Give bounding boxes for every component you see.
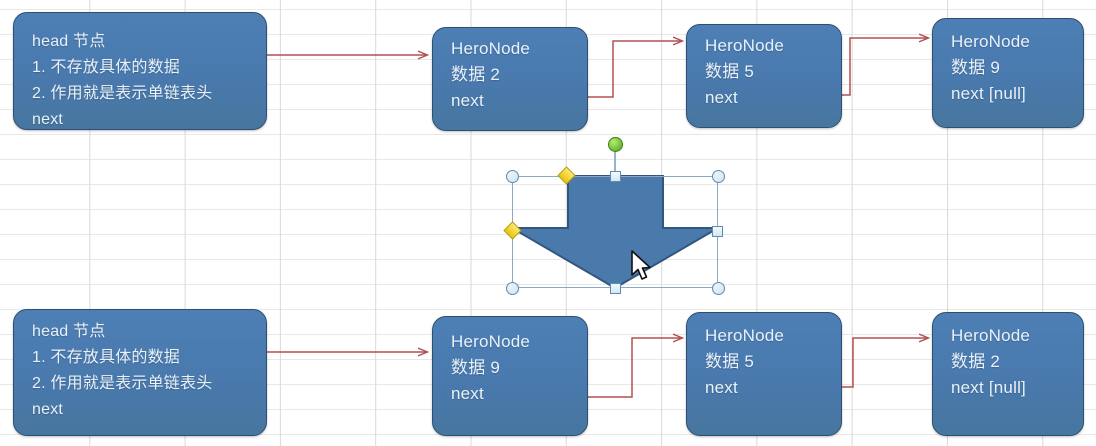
selection-bounding-box [512,176,718,288]
hero-node-bottom-3-data: 数据 2 [951,352,1000,371]
head-node-top-line3: 2. 作用就是表示单链表头 [32,85,213,102]
head-node-bottom-line4: next [32,401,64,418]
resize-handle-middle-right[interactable] [712,226,723,237]
head-node-top[interactable]: head 节点 1. 不存放具体的数据 2. 作用就是表示单链表头 next [13,12,267,130]
resize-handle-bottom-right[interactable] [712,282,725,295]
hero-node-bottom-3-next: next [null] [951,378,1026,397]
hero-node-bottom-1-data: 数据 9 [451,358,500,377]
hero-node-top-2-next: next [705,88,738,107]
connector-bottom-head-to-n1 [258,352,427,408]
hero-node-top-1[interactable]: HeroNode 数据 2 next [432,27,588,131]
hero-node-top-3-title: HeroNode [951,32,1031,51]
resize-handle-bottom-center[interactable] [610,283,621,294]
hero-node-top-2-data: 数据 5 [705,62,754,81]
hero-node-top-3-data: 数据 9 [951,58,1000,77]
head-node-bottom-line1: head 节点 [32,323,106,340]
hero-node-bottom-2[interactable]: HeroNode 数据 5 next [686,312,842,436]
hero-node-bottom-1-next: next [451,384,484,403]
hero-node-bottom-2-next: next [705,378,738,397]
hero-node-top-2[interactable]: HeroNode 数据 5 next [686,24,842,128]
head-node-bottom[interactable]: head 节点 1. 不存放具体的数据 2. 作用就是表示单链表头 next [13,309,267,436]
hero-node-top-1-next: next [451,91,484,110]
resize-handle-top-right[interactable] [712,170,725,183]
connector-top-head-to-n1 [258,55,427,111]
hero-node-top-2-title: HeroNode [705,36,785,55]
head-node-bottom-line3: 2. 作用就是表示单链表头 [32,375,213,392]
hero-node-bottom-2-data: 数据 5 [705,352,754,371]
head-node-bottom-line2: 1. 不存放具体的数据 [32,349,180,366]
hero-node-bottom-2-title: HeroNode [705,326,785,345]
rotate-handle[interactable] [608,137,623,152]
hero-node-bottom-3[interactable]: HeroNode 数据 2 next [null] [932,312,1084,436]
resize-handle-top-left[interactable] [506,170,519,183]
hero-node-bottom-1[interactable]: HeroNode 数据 9 next [432,316,588,436]
hero-node-top-1-title: HeroNode [451,39,531,58]
head-node-top-line1: head 节点 [32,33,106,50]
hero-node-top-3[interactable]: HeroNode 数据 9 next [null] [932,18,1084,128]
resize-handle-top-center[interactable] [610,171,621,182]
head-node-top-line2: 1. 不存放具体的数据 [32,59,180,76]
hero-node-top-3-next: next [null] [951,84,1026,103]
hero-node-top-1-data: 数据 2 [451,65,500,84]
rotation-stem [614,150,616,176]
hero-node-bottom-3-title: HeroNode [951,326,1031,345]
resize-handle-bottom-left[interactable] [506,282,519,295]
hero-node-bottom-1-title: HeroNode [451,332,531,351]
head-node-top-line4: next [32,111,64,128]
